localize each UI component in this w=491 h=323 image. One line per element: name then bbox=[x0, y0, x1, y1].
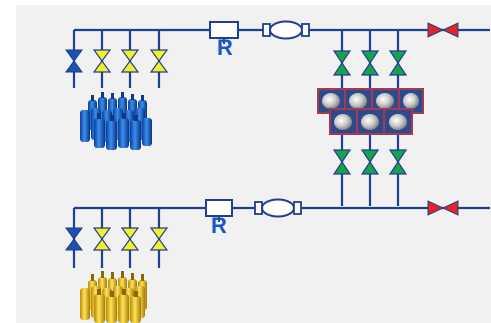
purifier-inlet-valve-1[interactable] bbox=[332, 50, 352, 76]
purifier-inlet-valve-3[interactable] bbox=[388, 50, 408, 76]
lower-cylinder-valve-2[interactable] bbox=[120, 227, 140, 251]
flowmeter-lower-icon[interactable] bbox=[254, 198, 302, 218]
lower-isolation-valve[interactable] bbox=[65, 227, 83, 251]
upper-cylinder-valve-3[interactable] bbox=[149, 49, 169, 73]
lower-outlet-valve[interactable] bbox=[427, 200, 459, 216]
regulator-upper-label: R bbox=[217, 35, 233, 60]
purifier-outlet-valve-1[interactable] bbox=[332, 149, 352, 175]
upper-cylinder-valve-1[interactable] bbox=[92, 49, 112, 73]
lower-cylinder-valve-3[interactable] bbox=[149, 227, 169, 251]
regulator-lower-label: R bbox=[211, 213, 227, 238]
blue-gas-cylinder-bank-icon bbox=[80, 92, 152, 150]
diagram-background bbox=[16, 5, 491, 323]
lower-cylinder-valve-1[interactable] bbox=[92, 227, 112, 251]
upper-isolation-valve[interactable] bbox=[65, 49, 83, 73]
purifier-outlet-valve-2[interactable] bbox=[360, 149, 380, 175]
upper-outlet-valve[interactable] bbox=[427, 22, 459, 38]
gold-gas-cylinder-bank-icon bbox=[80, 271, 147, 323]
flowmeter-upper-icon[interactable] bbox=[262, 20, 310, 40]
purifier-outlet-valve-3[interactable] bbox=[388, 149, 408, 175]
regulator-upper-icon[interactable] bbox=[209, 21, 239, 44]
upper-cylinder-valve-2[interactable] bbox=[120, 49, 140, 73]
regulator-lower-icon[interactable] bbox=[205, 199, 233, 222]
purifier-row-front bbox=[329, 108, 413, 135]
purifier-cabinet-array bbox=[317, 88, 424, 135]
purifier-inlet-valve-2[interactable] bbox=[360, 50, 380, 76]
